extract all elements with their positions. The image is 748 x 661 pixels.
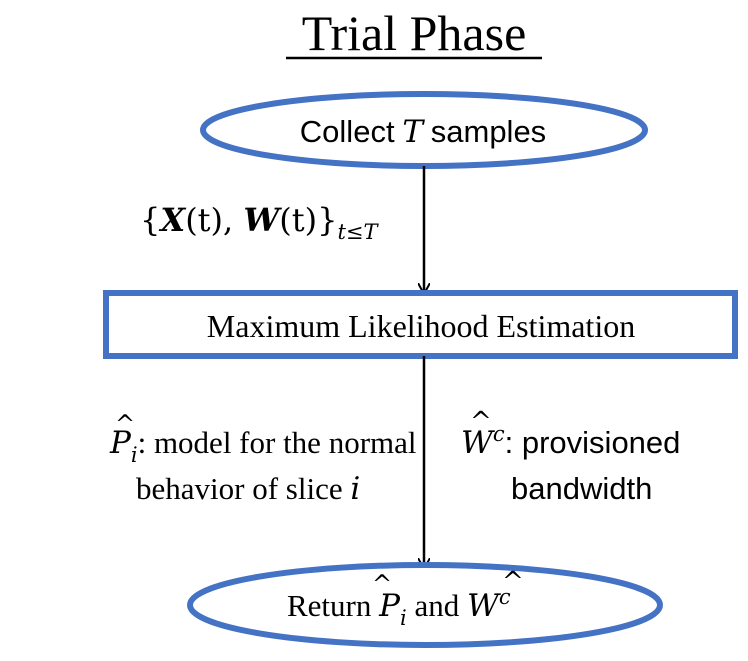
start-node-label: Collect T samples — [300, 114, 546, 150]
process-node-label: Maximum Likelihood Estimation — [207, 308, 635, 344]
edge-label-samples: {X(t), W(t)}t≤T — [140, 201, 380, 244]
diagram-title: Trial Phase — [302, 5, 527, 61]
end-node-label: Return Pi and Wc — [287, 585, 511, 630]
model-line-1: Pi: model for the normal — [109, 425, 417, 467]
end-hat-2: ^ — [502, 567, 524, 597]
model-hat: ^ — [115, 410, 135, 438]
output-label-bandwidth: ^ Wc: provisioned bandwidth — [461, 407, 680, 506]
model-line-2: behavior of slice i — [136, 471, 360, 507]
process-node-rect — [103, 290, 738, 359]
end-node-ellipse — [187, 562, 663, 648]
bandwidth-line-2: bandwidth — [511, 471, 652, 506]
output-label-model: ^ Pi: model for the normal behavior of s… — [109, 410, 417, 507]
end-hat-1: ^ — [372, 570, 392, 598]
bandwidth-line-1: Wc: provisioned — [461, 422, 680, 461]
bandwidth-hat: ^ — [470, 407, 492, 437]
